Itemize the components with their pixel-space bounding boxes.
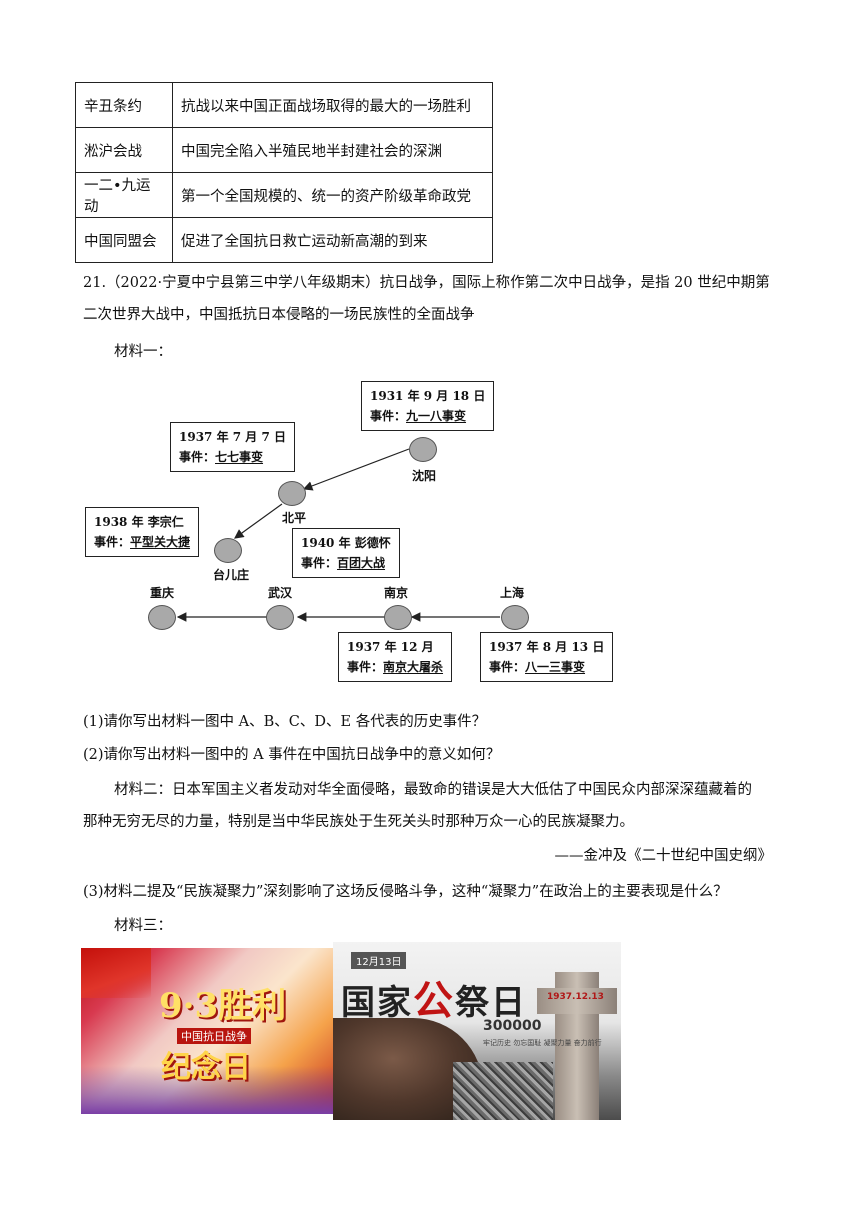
question-3: (3)材料二提及“民族凝聚力”深刻影响了这场反侵略斗争，这种“凝聚力”在政治上的… bbox=[83, 884, 728, 900]
node-wuhan bbox=[266, 605, 294, 630]
city-label-taierzhuang: 台儿庄 bbox=[213, 568, 250, 582]
table-cell-desc: 促进了全国抗日救亡运动新高潮的到来 bbox=[172, 217, 493, 263]
table-cell-desc: 第一个全国规模的、统一的资产阶级革命政党 bbox=[172, 172, 493, 218]
city-label-nanjing: 南京 bbox=[384, 586, 409, 600]
event-date: 1938 年 李宗仁 bbox=[94, 515, 184, 529]
node-taierzhuang bbox=[214, 538, 242, 563]
table-row: 中国同盟会 促进了全国抗日救亡运动新高潮的到来 bbox=[75, 217, 493, 263]
poster-slogan: 牢记历史 勿忘国耻 凝聚力量 奋力前行 bbox=[483, 1039, 602, 1047]
victim-count: 300000 bbox=[483, 1018, 542, 1034]
city-label-chongqing: 重庆 bbox=[150, 586, 175, 600]
city-label-shenyang: 沈阳 bbox=[412, 469, 437, 483]
event-prefix: 事件： bbox=[489, 660, 526, 674]
monument-date: 1937.12.13 bbox=[547, 992, 604, 1002]
question-intro-line2: 二次世界大战中，中国抵抗日本侵略的一场民族性的全面战争 bbox=[83, 307, 475, 323]
table-cell-term: 一二•九运动 bbox=[75, 172, 173, 218]
poster-subtitle: 中国抗日战争 bbox=[177, 1028, 251, 1044]
table-cell-desc: 抗战以来中国正面战场取得的最大的一场胜利 bbox=[172, 82, 493, 128]
table-cell-desc: 中国完全陷入半殖民地半封建社会的深渊 bbox=[172, 127, 493, 173]
war-timeline-diagram: 1931 年 9 月 18 日 事件：九一八事变 1937 年 7 月 7 日 … bbox=[80, 372, 640, 697]
arrow-shenyang-beiping bbox=[302, 448, 410, 491]
poster-title-a: 国家 bbox=[341, 983, 413, 1023]
poster-title-c: 祭日 bbox=[455, 983, 527, 1023]
event-prefix: 事件： bbox=[301, 556, 338, 570]
event-date: 1937 年 12 月 bbox=[347, 640, 434, 654]
event-date: 1940 年 彭德怀 bbox=[301, 536, 391, 550]
event-name: 九一八事变 bbox=[406, 409, 467, 423]
great-wall-graphic bbox=[81, 1066, 341, 1114]
event-date: 1937 年 8 月 13 日 bbox=[489, 640, 605, 654]
event-box-shanghai: 1937 年 8 月 13 日 事件：八一三事变 bbox=[480, 632, 614, 682]
event-prefix: 事件： bbox=[347, 660, 384, 674]
material2-source: ——金冲及《二十世纪中国史纲》 bbox=[554, 848, 773, 864]
node-shanghai bbox=[501, 605, 529, 630]
event-prefix: 事件： bbox=[94, 535, 131, 549]
victory-day-poster: 9·3胜利 中国抗日战争 纪念日 bbox=[81, 948, 341, 1114]
event-name: 平型关大捷 bbox=[130, 535, 191, 549]
material3-label: 材料三： bbox=[114, 918, 172, 934]
city-label-wuhan: 武汉 bbox=[268, 586, 293, 600]
event-box-baituan: 1940 年 彭德怀 事件：百团大战 bbox=[292, 528, 400, 578]
red-flag-graphic bbox=[81, 948, 151, 998]
crowd-graphic bbox=[453, 1062, 553, 1120]
event-name: 八一三事变 bbox=[525, 660, 586, 674]
memorial-monument-arm bbox=[537, 988, 617, 1014]
table-cell-term: 辛丑条约 bbox=[75, 82, 173, 128]
node-shenyang bbox=[409, 437, 437, 462]
table-row: 淞沪会战 中国完全陷入半殖民地半封建社会的深渊 bbox=[75, 127, 493, 173]
event-date: 1931 年 9 月 18 日 bbox=[370, 389, 486, 403]
node-chongqing bbox=[148, 605, 176, 630]
question-2: (2)请你写出材料一图中的 A 事件在中国抗日战争中的意义如何？ bbox=[83, 747, 501, 763]
material2-line2: 那种无穷无尽的力量，特别是当中华民族处于生死关头时那种万众一心的民族凝聚力。 bbox=[83, 814, 634, 830]
event-prefix: 事件： bbox=[370, 409, 407, 423]
event-name: 南京大屠杀 bbox=[383, 660, 444, 674]
table-row: 一二•九运动 第一个全国规模的、统一的资产阶级革命政党 bbox=[75, 172, 493, 218]
material3-images: 9·3胜利 中国抗日战争 纪念日 1937.12.13 12月13日 国家公祭日… bbox=[81, 942, 621, 1120]
event-box-beiping: 1937 年 7 月 7 日 事件：七七事变 bbox=[170, 422, 295, 472]
table-cell-term: 淞沪会战 bbox=[75, 127, 173, 173]
node-nanjing bbox=[384, 605, 412, 630]
poster-headline-2: 纪念日 bbox=[161, 1050, 251, 1085]
memorial-day-poster: 1937.12.13 12月13日 国家公祭日 300000 牢记历史 勿忘国耻… bbox=[333, 942, 621, 1120]
material1-label: 材料一： bbox=[114, 344, 172, 360]
arrow-beiping-taierzhuang bbox=[234, 503, 283, 539]
event-box-taierzhuang: 1938 年 李宗仁 事件：平型关大捷 bbox=[85, 507, 200, 557]
table-row: 辛丑条约 抗战以来中国正面战场取得的最大的一场胜利 bbox=[75, 82, 493, 128]
poster-date: 12月13日 bbox=[351, 952, 407, 969]
matching-table: 辛丑条约 抗战以来中国正面战场取得的最大的一场胜利 淞沪会战 中国完全陷入半殖民… bbox=[75, 82, 493, 263]
poster-title: 国家公祭日 bbox=[341, 968, 527, 1026]
event-prefix: 事件： bbox=[179, 450, 216, 464]
city-label-shanghai: 上海 bbox=[500, 586, 525, 600]
event-name: 七七事变 bbox=[215, 450, 264, 464]
diagram-arrows bbox=[176, 448, 500, 622]
poster-title-b: 公 bbox=[413, 977, 455, 1024]
event-box-shenyang: 1931 年 9 月 18 日 事件：九一八事变 bbox=[361, 381, 495, 431]
event-name: 百团大战 bbox=[337, 556, 386, 570]
question-intro-line1: 21.（2022·宁夏中宁县第三中学八年级期末）抗日战争，国际上称作第二次中日战… bbox=[83, 275, 770, 291]
table-cell-term: 中国同盟会 bbox=[75, 217, 173, 263]
question-1: (1)请你写出材料一图中 A、B、C、D、E 各代表的历史事件？ bbox=[83, 714, 487, 730]
event-box-nanjing: 1937 年 12 月 事件：南京大屠杀 bbox=[338, 632, 453, 682]
node-beiping bbox=[278, 481, 306, 506]
city-label-beiping: 北平 bbox=[282, 511, 307, 525]
event-date: 1937 年 7 月 7 日 bbox=[179, 430, 286, 444]
material2-line1: 材料二：日本军国主义者发动对华全面侵略，最致命的错误是大大低估了中国民众内部深深… bbox=[114, 782, 752, 798]
poster-headline: 9·3胜利 bbox=[159, 986, 287, 1026]
